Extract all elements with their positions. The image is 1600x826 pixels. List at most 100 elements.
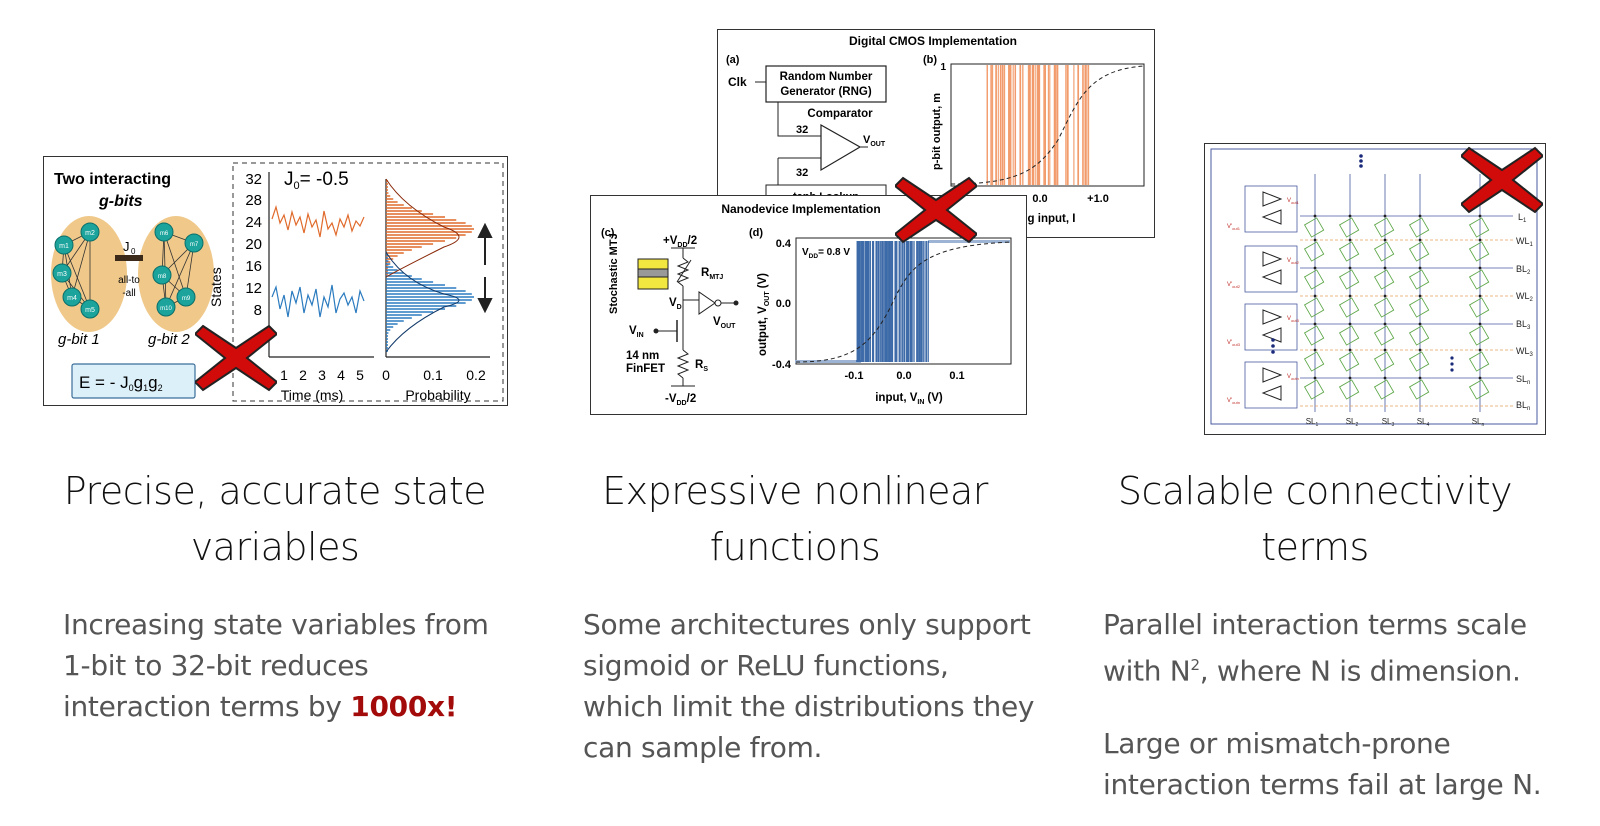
r-mtj: RMTJ	[701, 267, 723, 281]
crossbar-node	[1478, 214, 1482, 218]
node-label: m2	[85, 230, 95, 237]
y-tick: 32	[245, 171, 262, 188]
cmos-figure-svg: Digital CMOS Implementation (a) (b) Clk …	[726, 34, 1145, 225]
cmos-x-tick: +1.0	[1087, 193, 1109, 205]
label-c: (c)	[601, 227, 615, 239]
crossbar-cell	[1408, 269, 1430, 290]
cmos-sigmoid	[950, 65, 1145, 185]
cmos-bars	[986, 65, 1090, 185]
nano-y-label: output, VOUT(V)	[757, 273, 771, 356]
crossbar-node	[1478, 348, 1482, 352]
crossbar-node	[1348, 214, 1352, 218]
prob-tick: 0	[382, 367, 390, 383]
bus-32b: 32	[796, 167, 808, 179]
node-label: m7	[190, 242, 199, 248]
wire-a	[777, 102, 821, 137]
coupling-label-sub: 0	[131, 247, 136, 256]
crossbar-cell	[1303, 217, 1325, 238]
y-tick: 28	[245, 192, 262, 209]
crossbar-cell	[1373, 351, 1395, 372]
crossbar-node	[1418, 376, 1422, 380]
crossbar-cell	[1338, 297, 1360, 318]
crossbar-cell	[1338, 325, 1360, 346]
rng-box	[765, 65, 887, 103]
crossbar-node	[1383, 294, 1387, 298]
row-label: BL2	[1516, 264, 1531, 276]
col-label: SL3	[1382, 417, 1395, 428]
row-label: BL3	[1516, 319, 1531, 331]
column1-body-line: 1-bit to 32-bit reduces	[63, 649, 369, 682]
crossbar-cell	[1408, 325, 1430, 346]
crossbar-figure-svg: Vout1 Vout2 Vout3 Voutn V'out1 V'out2 V'…	[1210, 148, 1538, 428]
column1-heading-line1: Precise, accurate state	[63, 469, 487, 513]
crossbar-cell	[1468, 269, 1490, 290]
column3-heading: Scalable connectivity terms	[1080, 463, 1550, 575]
crossbar-cell	[1338, 269, 1360, 290]
nano-x-tick: 0.1	[949, 370, 964, 382]
time-ticks: 1 2 3 4 5	[280, 367, 364, 383]
gbit-figure-svg: Two interacting g-bits m1 m2 m3	[51, 162, 504, 403]
gbit2-oval	[138, 216, 214, 332]
close-x-icon	[195, 324, 277, 392]
clk-label: Clk	[728, 75, 747, 89]
crossbar-node	[1383, 266, 1387, 270]
nano-x-ticks: -0.1 0.0 0.1	[845, 370, 965, 382]
gbit2-node-labels: m6 m7 m8 m9 m10	[158, 231, 199, 312]
mtj-arrow	[676, 259, 692, 283]
crossbar-cell	[1373, 241, 1395, 262]
stochastic-mtj-label: Stochastic MTJ	[608, 233, 620, 314]
gbit2-nodes	[152, 222, 204, 317]
crossbar-cell	[1468, 297, 1490, 318]
nano-x-tick: 0.0	[896, 370, 911, 382]
crossbar-cell	[1303, 241, 1325, 262]
row-label: WL1	[1516, 236, 1534, 248]
row-label: L1	[1518, 212, 1527, 224]
crossbar-node	[1313, 238, 1317, 242]
column3-body: Parallel interaction terms scale with N2…	[1103, 604, 1583, 805]
label-b: (b)	[923, 54, 937, 66]
column2-body-line: sigmoid or ReLU functions,	[583, 649, 949, 682]
crossbar-node	[1348, 348, 1352, 352]
coupling-bar	[115, 255, 143, 261]
crossbar-cell	[1373, 325, 1395, 346]
crossbar-cell	[1338, 351, 1360, 372]
column3-heading-line2: terms	[1261, 525, 1369, 569]
rs-resistor	[676, 349, 690, 379]
row-label: SLn	[1516, 374, 1530, 386]
mtj-top-layer	[637, 258, 669, 270]
crossbar-cell	[1303, 297, 1325, 318]
col-labels: SL1 SL2 SL3 SL4 SLn	[1306, 417, 1485, 428]
gbit2-label: g-bit 2	[148, 331, 190, 348]
node-label: m5	[85, 307, 95, 314]
coupling-label: J	[123, 239, 130, 254]
rng-line1: Random Number	[780, 71, 873, 83]
ellipsis-dots	[1271, 154, 1454, 372]
j0-label: J0= -0.5	[284, 169, 349, 192]
output-node	[733, 300, 739, 306]
comparator-symbol	[820, 123, 862, 172]
column3-body-line: Large or mismatch-prone	[1103, 727, 1451, 761]
orange-fit-curve	[385, 178, 460, 278]
crossbar-cell	[1338, 379, 1360, 400]
nano-x-label: input, VIN(V)	[875, 392, 943, 406]
cmos-y-label: p-bit output, m	[931, 93, 943, 170]
label-a: (a)	[726, 54, 740, 66]
crossbar-node	[1478, 266, 1482, 270]
vout-label: Voutn	[1287, 374, 1299, 381]
vout-label: Vout2	[1287, 258, 1300, 265]
nano-y-tick: 0.4	[776, 238, 792, 250]
crossbar-node	[1383, 348, 1387, 352]
crossbar-node	[1418, 322, 1422, 326]
highlight-1000x: 1000x!	[350, 690, 458, 723]
crossbar-cell	[1408, 379, 1430, 400]
mtj-bot-layer	[637, 276, 669, 290]
inverter-bubble	[714, 299, 722, 307]
crossbar-cell	[1303, 269, 1325, 290]
arrows	[477, 222, 493, 314]
gbit-figure: Two interacting g-bits m1 m2 m3	[43, 156, 508, 406]
crossbar-node	[1418, 214, 1422, 218]
crossbar-cell	[1303, 351, 1325, 372]
rng-line2: Generator (RNG)	[780, 86, 872, 98]
gbit1-nodes	[52, 222, 100, 319]
crossbar-cell	[1408, 241, 1430, 262]
